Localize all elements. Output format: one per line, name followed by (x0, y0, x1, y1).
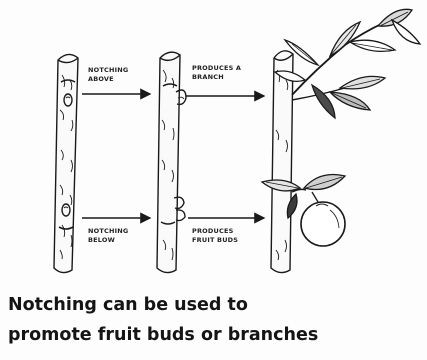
caption-line-2: promote fruit buds or branches (8, 320, 423, 350)
notching-illustration: NOTCHING ABOVE PRODUCES A BRANCH NOTCHIN… (0, 0, 427, 295)
stem-developing (157, 52, 186, 272)
caption-line-1: Notching can be used to (8, 290, 423, 320)
caption: Notching can be used to promote fruit bu… (8, 290, 423, 350)
label-notching-below: NOTCHING BELOW (88, 227, 131, 244)
label-notching-above: NOTCHING ABOVE (88, 66, 131, 83)
label-produces-branch: PRODUCES A BRANCH (192, 64, 244, 81)
stem-original (54, 54, 78, 272)
new-branch (275, 9, 420, 118)
stem-result (271, 51, 293, 273)
label-produces-fruit-buds: PRODUCES FRUIT BUDS (192, 227, 238, 244)
